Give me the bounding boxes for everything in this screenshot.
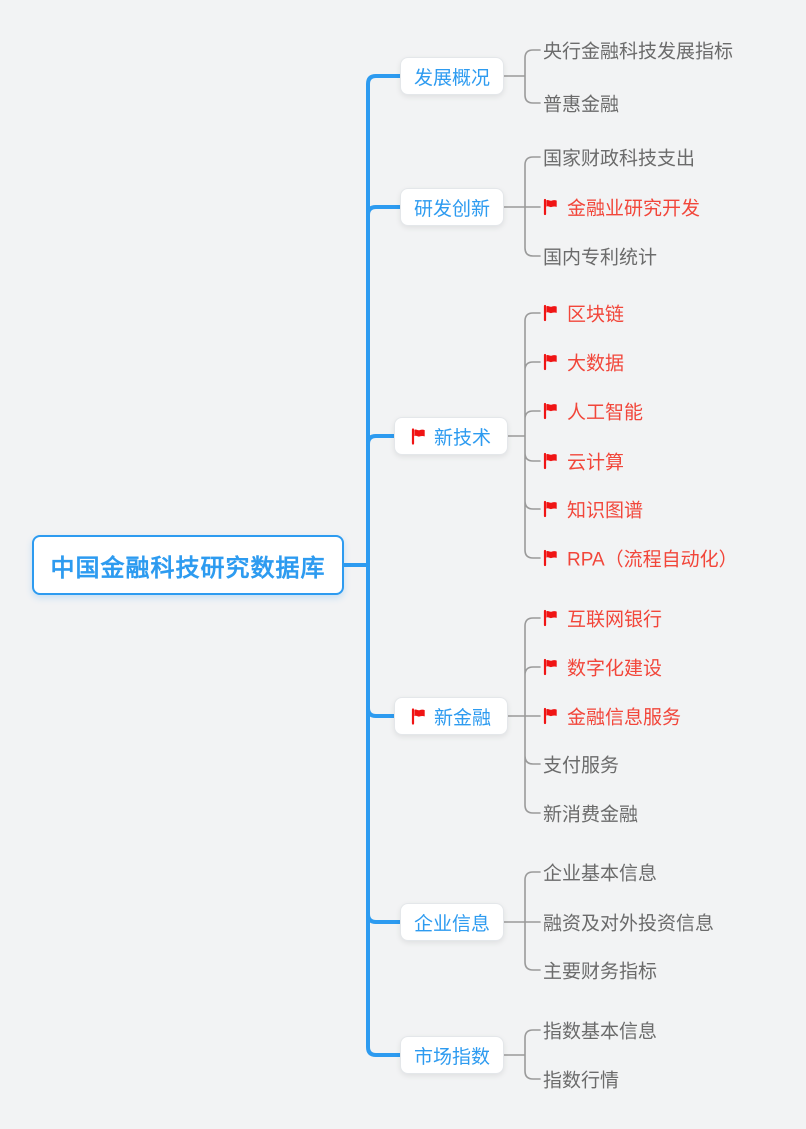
leaf-node[interactable]: 指数基本信息 [543,1017,657,1044]
leaf-label: 国内专利统计 [543,247,658,269]
leaf-node[interactable]: 国内专利统计 [543,243,657,270]
branch-enterprise-info[interactable]: 企业信息 [400,903,504,941]
leaf-label: 普惠金融 [543,94,620,116]
flag-icon [543,707,557,725]
flag-icon [543,402,557,420]
branch-label: 新技术 [433,427,491,449]
leaf-label: RPA（流程自动化） [567,549,738,571]
leaf-label: 主要财务指标 [543,961,658,983]
branch-label: 新金融 [433,707,491,729]
leaf-node[interactable]: RPA（流程自动化） [543,545,738,572]
leaf-node[interactable]: 国家财政科技支出 [543,144,695,171]
leaf-label: 指数行情 [543,1070,620,1092]
trunk-lines [336,74,404,1057]
leaf-label: 指数基本信息 [543,1021,658,1043]
flag-icon [543,452,557,470]
leaf-node[interactable]: 区块链 [543,300,624,327]
leaf-node[interactable]: 企业基本信息 [543,859,657,886]
leaf-label: 大数据 [567,353,625,375]
branch-new-technology[interactable]: 新技术 [394,417,508,455]
leaf-node[interactable]: 云计算 [543,448,624,475]
leaf-label: 区块链 [567,304,625,326]
leaf-node[interactable]: 指数行情 [543,1066,619,1093]
root-node[interactable]: 中国金融科技研究数据库 [32,535,344,595]
leaf-node[interactable]: 知识图谱 [543,496,643,523]
leaf-label: 支付服务 [543,755,620,777]
branch-label: 发展概况 [413,67,490,89]
branch-new-finance[interactable]: 新金融 [394,697,508,735]
flag-icon [543,658,557,676]
leaf-node[interactable]: 大数据 [543,349,624,376]
leaf-label: 云计算 [567,452,625,474]
branch-market-index[interactable]: 市场指数 [400,1036,504,1074]
flag-icon [411,427,425,445]
leaf-label: 金融信息服务 [567,707,682,729]
leaf-node[interactable]: 央行金融科技发展指标 [543,37,733,64]
leaf-node[interactable]: 新消费金融 [543,800,638,827]
branch-label: 企业信息 [413,913,490,935]
leaf-label: 人工智能 [567,402,644,424]
flag-icon [543,198,557,216]
leaf-node[interactable]: 普惠金融 [543,90,619,117]
leaf-label: 新消费金融 [543,804,639,826]
flag-icon [543,500,557,518]
flag-icon [411,707,425,725]
leaf-node[interactable]: 人工智能 [543,398,643,425]
leaf-node[interactable]: 融资及对外投资信息 [543,909,714,936]
flag-icon [543,549,557,567]
leaf-label: 企业基本信息 [543,863,658,885]
leaf-label: 互联网银行 [567,609,663,631]
branch-label: 研发创新 [413,198,490,220]
child-lines [501,49,541,1080]
flag-icon [543,353,557,371]
branch-overview[interactable]: 发展概况 [400,57,504,95]
flag-icon [543,609,557,627]
branch-rd-innovation[interactable]: 研发创新 [400,188,504,226]
leaf-label: 国家财政科技支出 [543,148,696,170]
root-label: 中国金融科技研究数据库 [50,555,326,582]
leaf-label: 金融业研究开发 [567,198,701,220]
leaf-node[interactable]: 金融信息服务 [543,703,681,730]
leaf-label: 央行金融科技发展指标 [543,41,734,63]
leaf-node[interactable]: 数字化建设 [543,654,662,681]
leaf-node[interactable]: 金融业研究开发 [543,194,700,221]
leaf-label: 知识图谱 [567,500,644,522]
leaf-label: 数字化建设 [567,658,663,680]
flag-icon [543,304,557,322]
branch-label: 市场指数 [413,1046,490,1068]
leaf-label: 融资及对外投资信息 [543,913,715,935]
leaf-node[interactable]: 互联网银行 [543,605,662,632]
leaf-node[interactable]: 支付服务 [543,751,619,778]
leaf-node[interactable]: 主要财务指标 [543,957,657,984]
